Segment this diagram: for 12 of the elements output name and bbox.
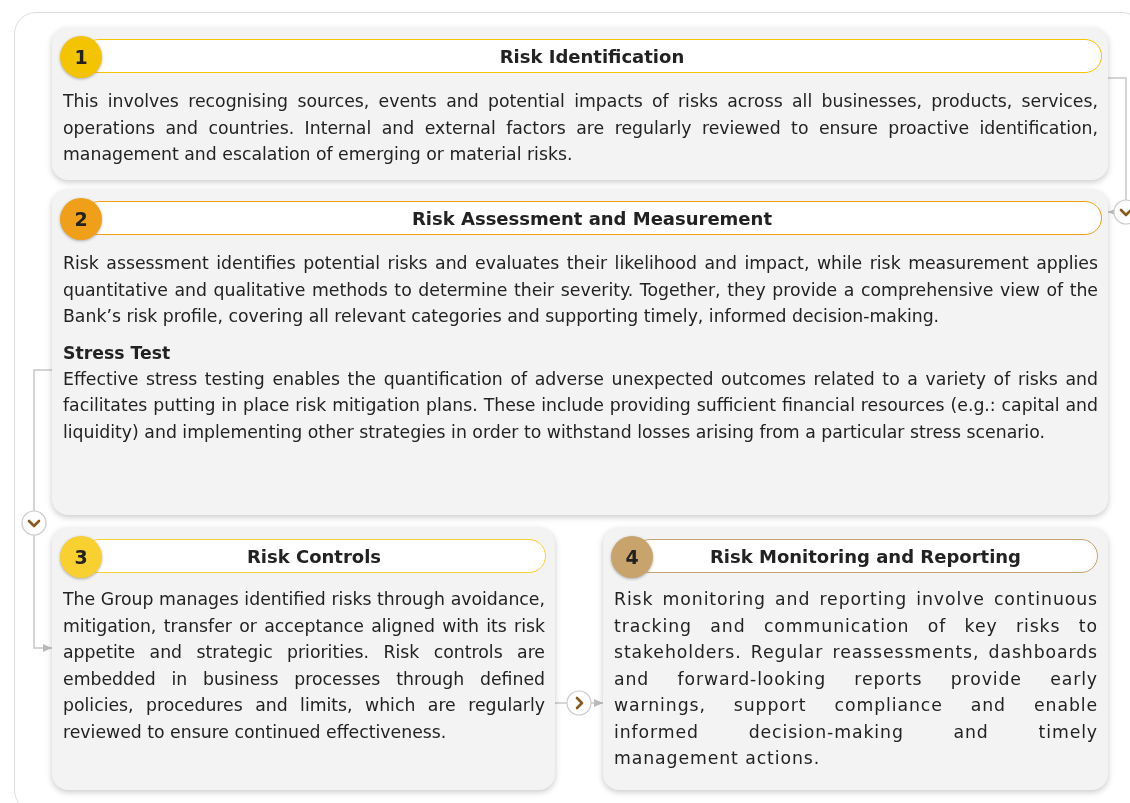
step-card: [52, 28, 1108, 180]
step-card: [52, 190, 1108, 515]
connector-arrow: [1107, 77, 1127, 217]
description-paragraph: The Group manages identified risks through avoidance, mitigation, transfer or acceptance aligned with its risk appetite and strategic priorities. Risk controls are embedded in business processes through defined policies, procedures and limits, which are regularly reviewed to ensure continued effectiveness.: [63, 588, 545, 744]
step-card: [603, 528, 1108, 790]
connector-arrow: [33, 369, 53, 653]
step-card: [52, 528, 555, 790]
description-paragraph: This involves recognising sources, events and potential impacts of risks across all businesses, products, services, operations and countries. Internal and external factors are regularly reviewed to ensure proactive identification, management and escalation of emerging or material risks.: [63, 90, 1098, 166]
subheading: Stress Test: [63, 341, 172, 365]
description-paragraph: Effective stress testing enables the quantification of adverse unexpected outcomes related to a variety of risks and facilitates putting in place risk mitigation plans. These include providing sufficient financial resources (e.g.: capital and liquidity) and implementing other strategies in order to withstand losses arising from a particular stress scenario.: [63, 367, 1098, 444]
description-paragraph: Risk monitoring and reporting involve continuous tracking and communication of key risks to stakeholders. Regular reassessments, dashboards and forward-looking reports provide early warnings, support compliance and enable informed decision-making and timely management actions.: [614, 588, 1098, 770]
description-paragraph: Risk assessment identifies potential risks and evaluates their likelihood and impact, while risk measurement applies quantitative and qualitative methods to determine their severity. Together, they provide a comprehensive view of the Bank’s risk profile, covering all relevant categories and supporting timely, informed decision-making.: [63, 252, 1098, 328]
